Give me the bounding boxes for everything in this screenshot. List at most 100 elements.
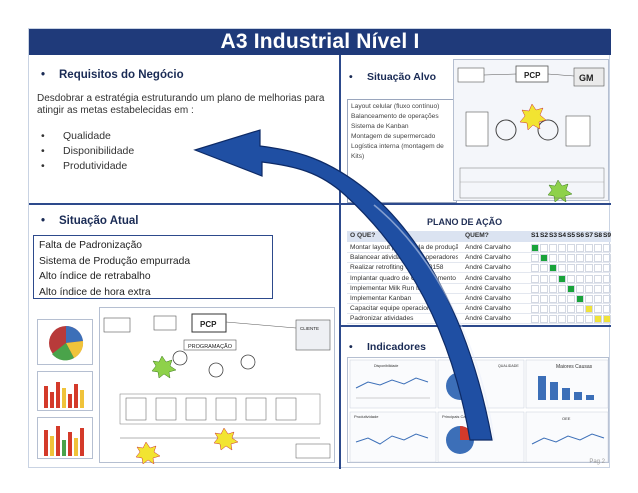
week-label: S7 bbox=[585, 232, 594, 239]
week-label: S4 bbox=[558, 232, 567, 239]
chart-title: Maiores Causas bbox=[556, 364, 593, 370]
cell-who: André Carvalho bbox=[465, 315, 511, 323]
curved-arrow-up bbox=[193, 129, 493, 441]
status-cell bbox=[603, 305, 611, 314]
status-cell bbox=[585, 254, 593, 263]
status-cell bbox=[576, 315, 584, 324]
cell-who: André Carvalho bbox=[465, 284, 511, 292]
status-cell bbox=[567, 305, 575, 314]
status-cell bbox=[603, 295, 611, 303]
requisitos-text: Desdobrar a estratégia estruturando um p… bbox=[37, 93, 325, 116]
list-item: Logística interna (montagem de Kits) bbox=[351, 143, 444, 160]
status-cell bbox=[540, 264, 548, 273]
situacao-alvo-heading: •Situação Alvo bbox=[349, 71, 437, 83]
indicator-charts: Disponibilidade QUALIDADE Maiores Causas… bbox=[349, 359, 609, 463]
status-cell bbox=[603, 274, 611, 283]
table-row: Realizar retrofiting equipto 0158 André C… bbox=[347, 263, 611, 274]
week-label: S9 bbox=[603, 232, 612, 239]
current-pie-chart bbox=[37, 319, 93, 365]
status-cell bbox=[531, 284, 539, 293]
list-item: Montagem de supermercado bbox=[351, 133, 436, 140]
divider-horizontal-lower bbox=[341, 325, 611, 327]
week-label: S1 bbox=[531, 232, 540, 239]
status-cell bbox=[549, 295, 557, 303]
status-cell bbox=[585, 305, 593, 314]
value-stream-map-target: PCP GM bbox=[457, 65, 605, 203]
indicators-dashboard: Disponibilidade QUALIDADE Maiores Causas… bbox=[347, 357, 609, 463]
list-item: •Disponibilidade bbox=[41, 145, 135, 157]
status-cell bbox=[540, 284, 548, 293]
status-cell bbox=[549, 274, 557, 283]
status-cell bbox=[576, 295, 584, 303]
status-cell bbox=[594, 254, 602, 263]
list-item: Sistema de Kanban bbox=[351, 123, 409, 130]
list-item: •Produtividade bbox=[41, 160, 128, 172]
status-cell bbox=[594, 244, 602, 252]
status-cell bbox=[531, 244, 539, 252]
status-cell bbox=[567, 284, 575, 293]
status-cell bbox=[585, 244, 593, 252]
cell-who: André Carvalho bbox=[465, 244, 511, 251]
situacao-atual-list: Falta de Padronização Sistema de Produçã… bbox=[33, 235, 273, 299]
status-cell bbox=[567, 274, 575, 283]
status-cell bbox=[567, 244, 575, 252]
divider-horizontal-upper bbox=[29, 203, 611, 205]
a3-slide: A3 Industrial Nível I •Requisitos do Neg… bbox=[28, 28, 612, 469]
list-item: Alto índice de retrabalho bbox=[39, 271, 151, 282]
status-cell bbox=[558, 244, 566, 252]
status-cell bbox=[603, 315, 611, 324]
current-state-diagram: PCP PROGRAMAÇÃO CLIENTE bbox=[99, 307, 335, 465]
chart-title: Principais Causas bbox=[442, 414, 474, 419]
status-cell bbox=[540, 244, 548, 252]
status-cell bbox=[549, 284, 557, 293]
col-who: QUEM? bbox=[465, 232, 489, 239]
cell-what: Capacitar equipe operacional bbox=[350, 305, 436, 313]
status-cell bbox=[531, 274, 539, 283]
cell-what: Implantar quadro de Gerenciamento bbox=[350, 274, 456, 282]
cell-who: André Carvalho bbox=[465, 264, 511, 272]
status-cell bbox=[567, 254, 575, 263]
arrow-highlight bbox=[373, 204, 495, 441]
status-cell bbox=[531, 295, 539, 303]
current-bar-chart-1 bbox=[37, 371, 93, 411]
week-label: S2 bbox=[540, 232, 549, 239]
status-cell bbox=[594, 274, 602, 283]
cell-who: André Carvalho bbox=[465, 295, 511, 302]
value-stream-map-current: PCP PROGRAMAÇÃO CLIENTE bbox=[103, 313, 331, 465]
chart-title: Disponibilidade bbox=[374, 364, 398, 368]
status-cell bbox=[576, 284, 584, 293]
list-item: Alto índice de hora extra bbox=[39, 286, 151, 298]
status-cell bbox=[540, 295, 548, 303]
status-cell bbox=[531, 254, 539, 263]
cell-what: Realizar retrofiting equipto 0158 bbox=[350, 264, 444, 272]
status-cell bbox=[585, 284, 593, 293]
requisitos-heading: •Requisitos do Negócio bbox=[41, 69, 184, 81]
week-label: S6 bbox=[576, 232, 585, 239]
status-cell bbox=[549, 244, 557, 252]
chart-title: Produtividade bbox=[354, 414, 379, 419]
status-cell bbox=[576, 274, 584, 283]
action-plan-title: PLANO DE AÇÃO bbox=[427, 217, 503, 227]
status-cell bbox=[576, 244, 584, 252]
list-item: Layout celular (fluxo contínuo) bbox=[351, 103, 440, 110]
week-label: S3 bbox=[549, 232, 558, 239]
pcp-label: PCP bbox=[200, 320, 217, 329]
status-cell bbox=[549, 305, 557, 314]
status-cell bbox=[558, 264, 566, 273]
cell-who: André Carvalho bbox=[465, 254, 511, 262]
status-cell bbox=[576, 254, 584, 263]
status-cell bbox=[585, 315, 593, 324]
list-item: Falta de Padronização bbox=[39, 240, 143, 251]
status-cell bbox=[531, 305, 539, 314]
status-cell bbox=[567, 315, 575, 324]
pcp-label: PCP bbox=[524, 71, 541, 80]
status-cell bbox=[558, 254, 566, 263]
status-cell bbox=[531, 264, 539, 273]
current-bar-chart-2 bbox=[37, 417, 93, 459]
requisitos-list: •Qualidade •Disponibilidade •Produtivida… bbox=[41, 129, 134, 174]
list-item: Balanceamento de operações bbox=[351, 113, 439, 120]
